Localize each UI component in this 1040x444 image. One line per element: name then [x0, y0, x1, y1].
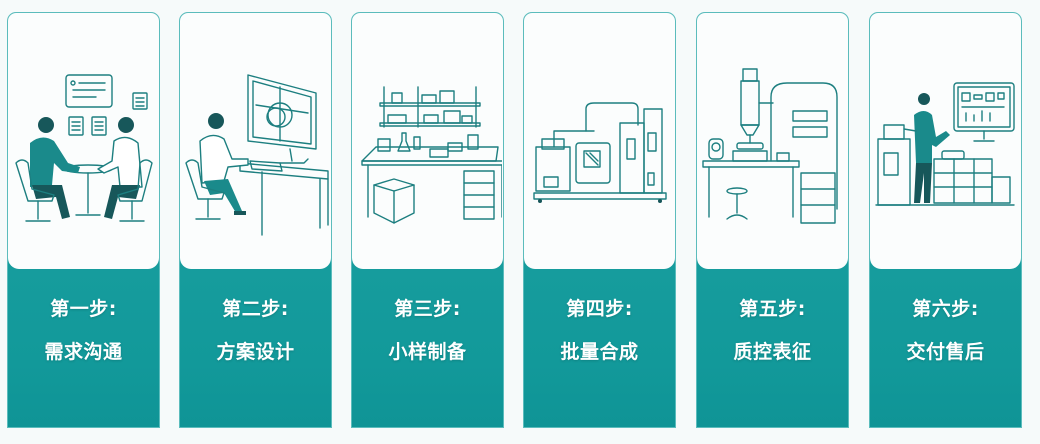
step-card-3-illustration-area	[352, 13, 503, 269]
step-number: 第四步:	[566, 298, 633, 320]
meeting-icon	[15, 74, 153, 222]
step-card-4-illustration-area	[524, 13, 675, 269]
step-number: 第一步:	[50, 298, 117, 320]
delivery-dashboard-icon	[875, 82, 1015, 206]
step-card-6-illustration-area	[870, 13, 1021, 269]
step-card-2: 第二步: 方案设计	[179, 12, 332, 428]
step-card-5-illustration-area	[697, 13, 848, 269]
step-card-5-label-area	[697, 269, 848, 427]
step-name: 批量合成	[560, 341, 639, 363]
microscope-lab-icon	[702, 68, 838, 224]
step-card-6: 第六步: 交付售后	[869, 12, 1022, 428]
step-card-6-label-area	[870, 269, 1021, 427]
step-card-1: 第一步: 需求沟通	[7, 12, 160, 428]
step-name: 交付售后	[906, 341, 985, 363]
step-card-5: 第五步: 质控表征	[696, 12, 849, 428]
step-card-3-label-area	[352, 269, 503, 427]
step-number: 第五步:	[739, 298, 806, 320]
step-name: 需求沟通	[44, 341, 123, 363]
lab-bench-icon	[361, 86, 502, 224]
step-name: 方案设计	[216, 341, 295, 363]
step-number: 第六步:	[912, 298, 979, 320]
step-name: 质控表征	[733, 341, 812, 363]
step-card-1-illustration-area	[8, 13, 159, 269]
computer-design-icon	[185, 74, 329, 236]
step-number: 第二步:	[222, 298, 289, 320]
reactor-machine-icon	[533, 102, 667, 203]
step-card-1-label-area	[8, 269, 159, 427]
step-card-2-label-area	[180, 269, 331, 427]
step-card-4-label-area	[524, 269, 675, 427]
step-card-2-illustration-area	[180, 13, 331, 269]
step-card-4: 第四步: 批量合成	[523, 12, 676, 428]
step-card-3: 第三步: 小样制备	[351, 12, 504, 428]
step-number: 第三步:	[394, 298, 461, 320]
step-name: 小样制备	[388, 341, 467, 363]
